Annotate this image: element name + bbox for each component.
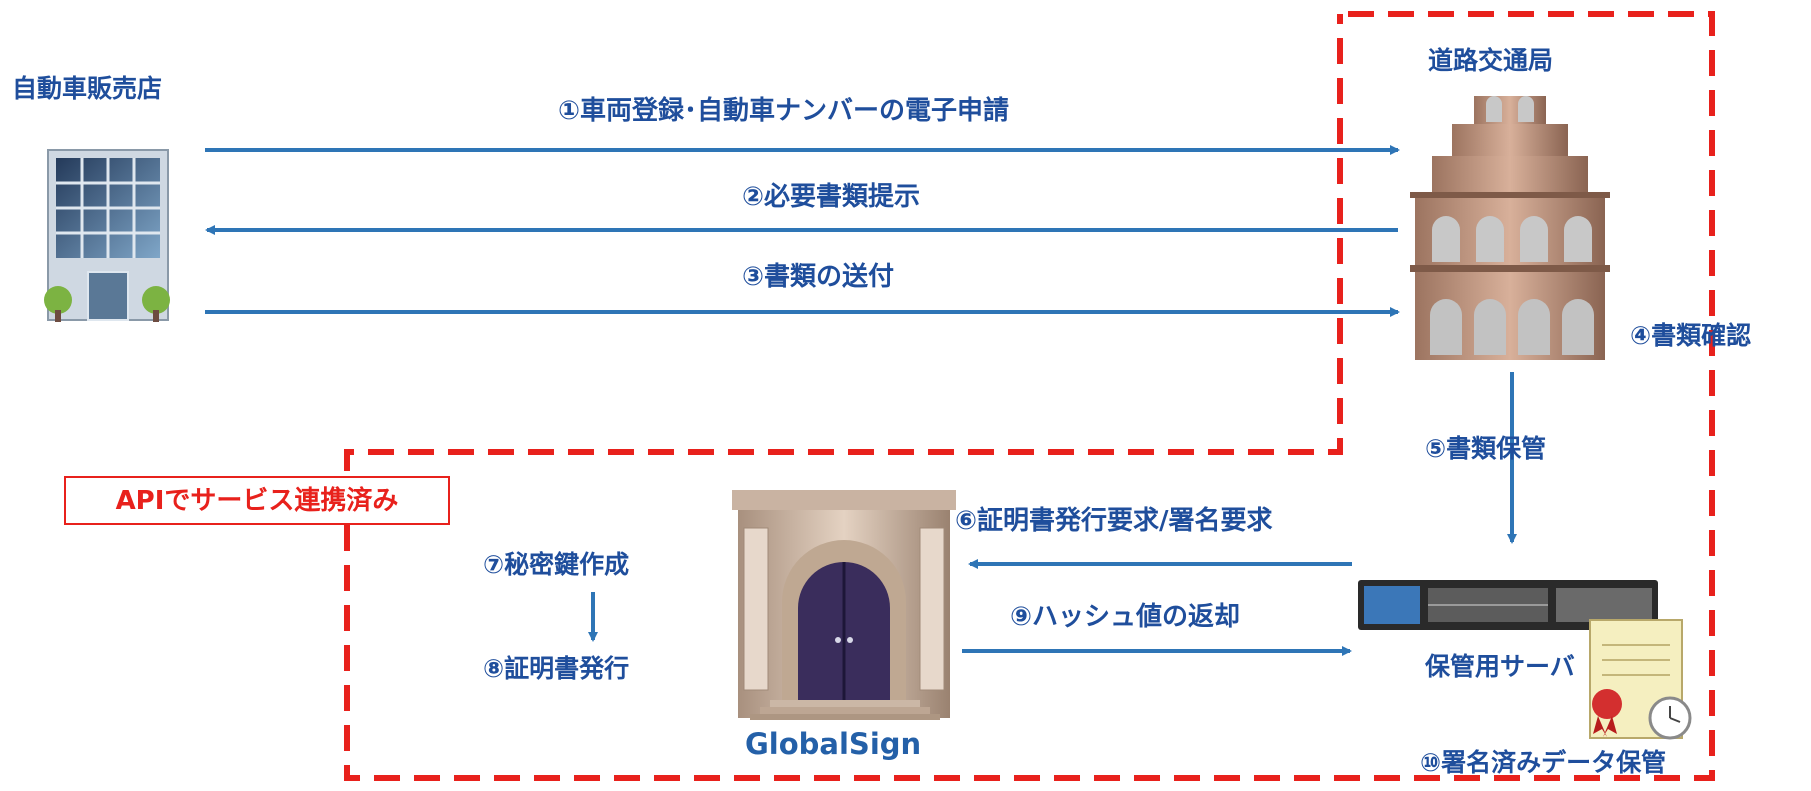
server-label: 保管用サーバ (1425, 652, 1575, 681)
award-seal-icon (1592, 689, 1622, 737)
clock-icon (1648, 696, 1692, 740)
rack-server-icon (1358, 580, 1658, 630)
step8-label: ⑧証明書発行 (483, 654, 630, 683)
api-note-box: APIでサービス連携済み (64, 476, 450, 525)
step9-label: ⑨ハッシュ値の返却 (1010, 602, 1241, 632)
step1-label: ①車両登録･自動車ナンバーの電子申請 (558, 96, 1010, 126)
government-building-icon (1410, 96, 1610, 360)
api-note-label: APIでサービス連携済み (115, 486, 399, 516)
globalsign-label: GlobalSign (745, 727, 922, 761)
bureau-label: 道路交通局 (1428, 46, 1554, 75)
vault-building-icon (732, 490, 956, 720)
step5-label: ⑤書類保管 (1425, 434, 1547, 463)
dashed-boundary (344, 11, 1715, 781)
step4-label: ④書類確認 (1630, 321, 1752, 350)
step2-label: ②必要書類提示 (742, 182, 921, 212)
step7-label: ⑦秘密鍵作成 (483, 550, 630, 579)
dealer-label: 自動車販売店 (12, 74, 163, 103)
office-building-icon (44, 149, 170, 322)
step10-label: ⑩署名済みデータ保管 (1420, 748, 1667, 777)
step3-label: ③書類の送付 (742, 262, 895, 292)
step6-label: ⑥証明書発行要求/署名要求 (955, 506, 1273, 536)
